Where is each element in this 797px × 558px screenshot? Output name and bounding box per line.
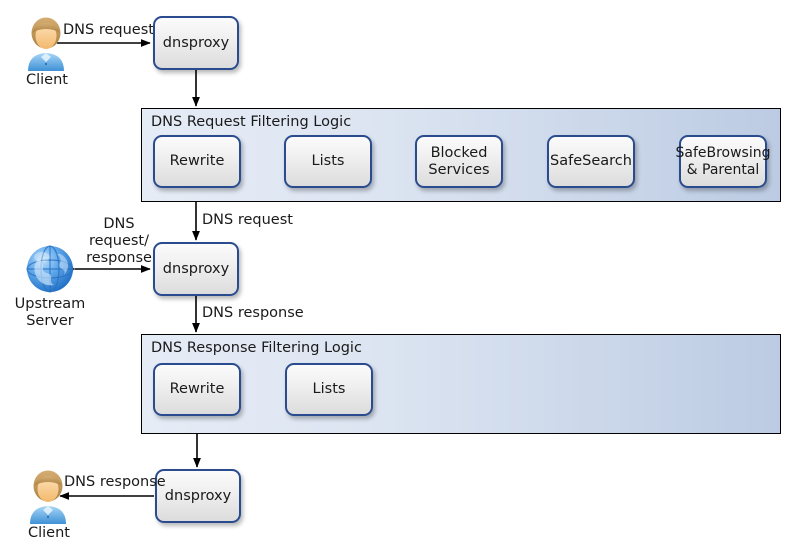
edge-label-upstream: DNS request/ response [86, 216, 152, 267]
group-response-filtering-title: DNS Response Filtering Logic [151, 340, 362, 356]
edge-label-proxy-to-client: DNS response [64, 474, 166, 490]
node-dnsproxy-middle[interactable]: dnsproxy [153, 242, 239, 296]
stage-lists-request[interactable]: Lists [284, 135, 372, 188]
node-dnsproxy-middle-label: dnsproxy [162, 260, 230, 277]
group-request-filtering-title: DNS Request Filtering Logic [151, 114, 352, 130]
stage-rewrite-response[interactable]: Rewrite [153, 363, 241, 416]
node-dnsproxy-top-label: dnsproxy [162, 34, 230, 51]
edge-label-client-to-proxy: DNS request [63, 22, 154, 38]
node-dnsproxy-bottom-label: dnsproxy [164, 487, 232, 504]
globe-icon [26, 245, 74, 293]
upstream-server-label: Upstream Server [14, 296, 86, 330]
group-response-filtering: DNS Response Filtering Logic [141, 334, 781, 434]
client-bottom-label: Client [28, 525, 70, 541]
stage-safebrowsing-parental[interactable]: SafeBrowsing & Parental [675, 135, 771, 188]
node-dnsproxy-top[interactable]: dnsproxy [153, 16, 239, 70]
edge-label-request-group-to-proxy: DNS request [202, 212, 293, 228]
node-dnsproxy-bottom[interactable]: dnsproxy [155, 469, 241, 523]
edge-label-proxy-to-response-group: DNS response [202, 305, 304, 321]
stage-blocked-services[interactable]: Blocked Services [415, 135, 503, 188]
user-icon [30, 470, 66, 524]
stage-safesearch[interactable]: SafeSearch [547, 135, 635, 188]
stage-rewrite-request[interactable]: Rewrite [153, 135, 241, 188]
stage-lists-response[interactable]: Lists [285, 363, 373, 416]
group-request-filtering: DNS Request Filtering Logic [141, 108, 781, 202]
user-icon [28, 17, 64, 71]
client-top-label: Client [26, 72, 68, 88]
